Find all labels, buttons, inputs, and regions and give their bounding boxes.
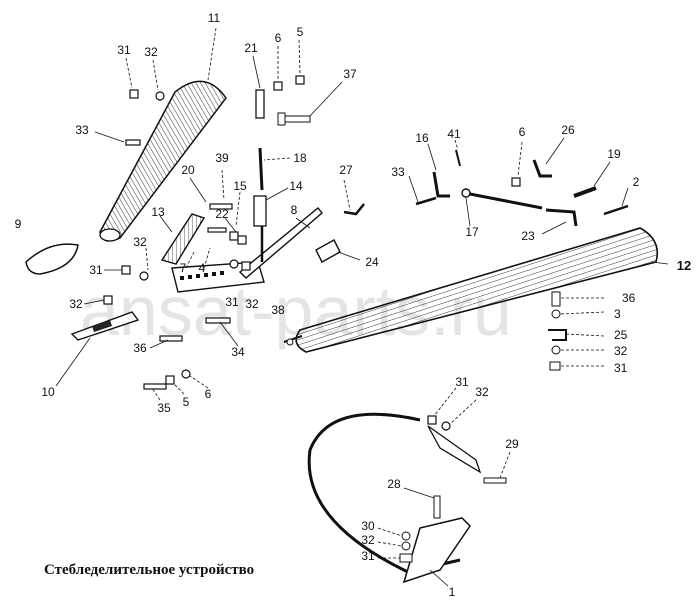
bracket-24 bbox=[315, 239, 341, 263]
bolt-37 bbox=[277, 112, 311, 126]
callout-4: 4 bbox=[199, 261, 206, 275]
callout-26: 26 bbox=[561, 123, 575, 137]
right-divider-cone bbox=[283, 227, 659, 353]
callout-13: 13 bbox=[151, 205, 165, 219]
callout-31c: 31 bbox=[225, 295, 239, 309]
callout-38: 38 bbox=[271, 303, 285, 317]
ribbed-plate bbox=[160, 213, 206, 265]
callout-18: 18 bbox=[293, 151, 307, 165]
callout-32: 32 bbox=[144, 45, 158, 59]
diagram-caption: Стебледелительное устройство bbox=[44, 562, 255, 578]
callout-23: 23 bbox=[521, 229, 535, 243]
callout-32f: 32 bbox=[475, 385, 489, 399]
callout-31: 31 bbox=[117, 43, 131, 57]
callout-36b: 36 bbox=[622, 291, 636, 305]
divider-shoe bbox=[70, 311, 140, 341]
callout-1: 1 bbox=[449, 585, 456, 599]
callout-41: 41 bbox=[447, 127, 461, 141]
callout-25: 25 bbox=[614, 328, 628, 342]
callout-9: 9 bbox=[15, 217, 22, 231]
loop-divider bbox=[307, 412, 507, 584]
callout-27: 27 bbox=[339, 163, 353, 177]
callout-39: 39 bbox=[215, 151, 229, 165]
bracket-25 bbox=[548, 291, 567, 371]
hardware bbox=[103, 75, 521, 431]
callout-32c: 32 bbox=[69, 297, 83, 311]
callout-24: 24 bbox=[365, 255, 379, 269]
callout-5b: 5 bbox=[183, 395, 190, 409]
callout-10: 10 bbox=[41, 385, 55, 399]
callout-29: 29 bbox=[505, 437, 519, 451]
callout-6c: 6 bbox=[205, 387, 212, 401]
upper-right-linkage bbox=[415, 149, 629, 227]
mounting-bracket bbox=[171, 207, 323, 293]
callout-31f: 31 bbox=[361, 549, 375, 563]
callout-14: 14 bbox=[289, 179, 303, 193]
callout-2: 2 bbox=[633, 175, 640, 189]
callout-32b: 32 bbox=[133, 235, 147, 249]
callout-33: 33 bbox=[75, 123, 89, 137]
callout-16: 16 bbox=[415, 131, 429, 145]
callout-3: 3 bbox=[614, 307, 621, 321]
callout-34: 34 bbox=[231, 345, 245, 359]
callout-33b: 33 bbox=[391, 165, 405, 179]
callout-31b: 31 bbox=[89, 263, 103, 277]
callout-28: 28 bbox=[387, 477, 401, 491]
callout-15: 15 bbox=[233, 179, 247, 193]
callout-6: 6 bbox=[275, 31, 282, 45]
callout-30: 30 bbox=[361, 519, 375, 533]
callout-20: 20 bbox=[181, 163, 195, 177]
callout-8: 8 bbox=[291, 203, 298, 217]
hook-27 bbox=[343, 203, 365, 216]
leader-lines bbox=[55, 27, 669, 587]
callout-6b: 6 bbox=[519, 125, 526, 139]
callout-31e: 31 bbox=[455, 375, 469, 389]
callout-35: 35 bbox=[157, 401, 171, 415]
vertical-linkage bbox=[253, 89, 267, 262]
callout-12: 12 bbox=[677, 258, 691, 273]
callout-36: 36 bbox=[133, 341, 147, 355]
callout-7: 7 bbox=[180, 261, 187, 275]
divider-tip bbox=[25, 243, 79, 275]
callout-22: 22 bbox=[215, 207, 229, 221]
callout-32d: 32 bbox=[245, 297, 259, 311]
callout-21: 21 bbox=[244, 41, 258, 55]
callout-32g: 32 bbox=[361, 533, 375, 547]
callout-31d: 31 bbox=[614, 361, 628, 375]
callout-17: 17 bbox=[465, 225, 479, 239]
left-divider-cone bbox=[99, 80, 227, 242]
callout-5: 5 bbox=[297, 25, 304, 39]
callout-37: 37 bbox=[343, 67, 357, 81]
callout-11: 11 bbox=[208, 11, 221, 25]
callout-32e: 32 bbox=[614, 344, 628, 358]
callout-labels: 11 31 32 21 6 5 37 33 18 14 39 20 15 8 2… bbox=[15, 11, 692, 599]
callout-19: 19 bbox=[607, 147, 621, 161]
